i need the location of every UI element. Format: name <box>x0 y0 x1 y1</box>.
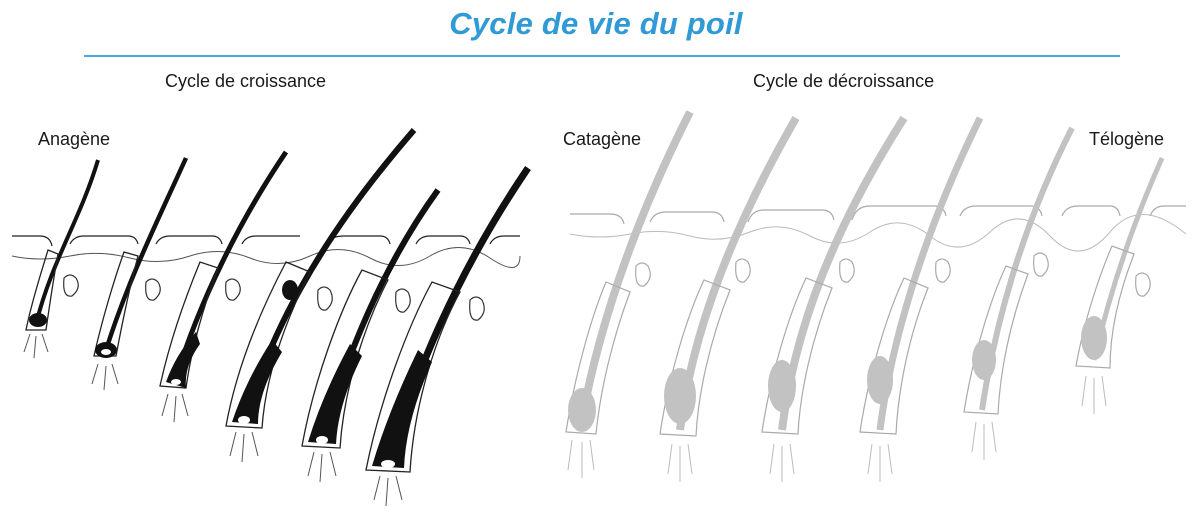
catagen-hair-1 <box>566 112 690 478</box>
catagen-hair-2 <box>660 118 796 482</box>
growth-hairs <box>24 130 528 506</box>
anagen-hair-2 <box>92 158 186 390</box>
telogen-hair <box>1076 158 1162 414</box>
growth-skin-surface <box>12 236 520 268</box>
anagen-hair-5 <box>302 190 438 482</box>
anagen-hair-6 <box>366 168 528 506</box>
decline-skin-surface <box>570 206 1186 251</box>
catagen-hair-5 <box>964 128 1072 460</box>
decline-hairs <box>566 112 1162 482</box>
catagen-hair-4 <box>860 118 980 482</box>
